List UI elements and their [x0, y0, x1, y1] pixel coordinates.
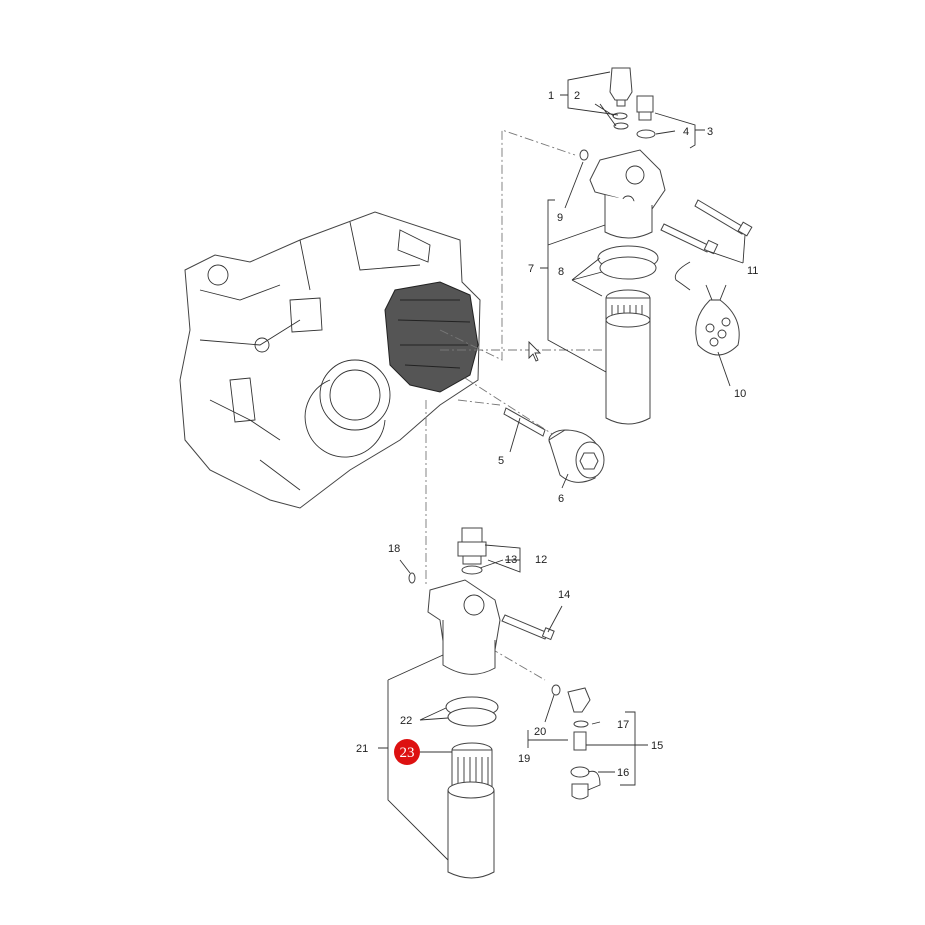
upper-filter-assembly — [579, 67, 753, 425]
label-19: 19 — [518, 753, 530, 765]
label-20: 20 — [534, 726, 546, 738]
leader-lines — [378, 71, 746, 861]
label-16: 16 — [617, 767, 629, 779]
label-13: 13 — [505, 554, 517, 566]
label-7: 7 — [528, 263, 534, 275]
label-21: 21 — [356, 743, 368, 755]
part-labels: 1 2 3 4 5 6 7 8 9 10 11 12 13 14 15 16 1… — [356, 90, 758, 779]
label-15: 15 — [651, 740, 663, 752]
spin-on-filter — [548, 429, 605, 483]
label-23: 23 — [400, 745, 415, 761]
label-4: 4 — [683, 126, 689, 138]
label-9: 9 — [557, 212, 563, 224]
highlight-circle — [394, 739, 420, 765]
label-8: 8 — [558, 266, 564, 278]
label-5: 5 — [498, 455, 504, 467]
label-6: 6 — [558, 493, 564, 505]
label-12: 12 — [535, 554, 547, 566]
label-1: 1 — [548, 90, 554, 102]
label-11: 11 — [747, 265, 758, 277]
label-22: 22 — [400, 715, 412, 727]
label-3: 3 — [707, 126, 713, 138]
label-18: 18 — [388, 543, 400, 555]
control-valve-block — [384, 281, 479, 393]
label-2: 2 — [574, 90, 580, 102]
lower-filter-assembly — [408, 527, 601, 879]
label-10: 10 — [734, 388, 746, 400]
mouse-cursor-icon — [528, 340, 542, 362]
transmission-housing — [179, 211, 481, 509]
highlight-marker-23[interactable]: 23 — [394, 739, 420, 765]
label-14: 14 — [558, 589, 570, 601]
assembly-dash-lines — [425, 129, 602, 681]
label-17: 17 — [617, 719, 629, 731]
stud-bolt — [503, 407, 546, 437]
